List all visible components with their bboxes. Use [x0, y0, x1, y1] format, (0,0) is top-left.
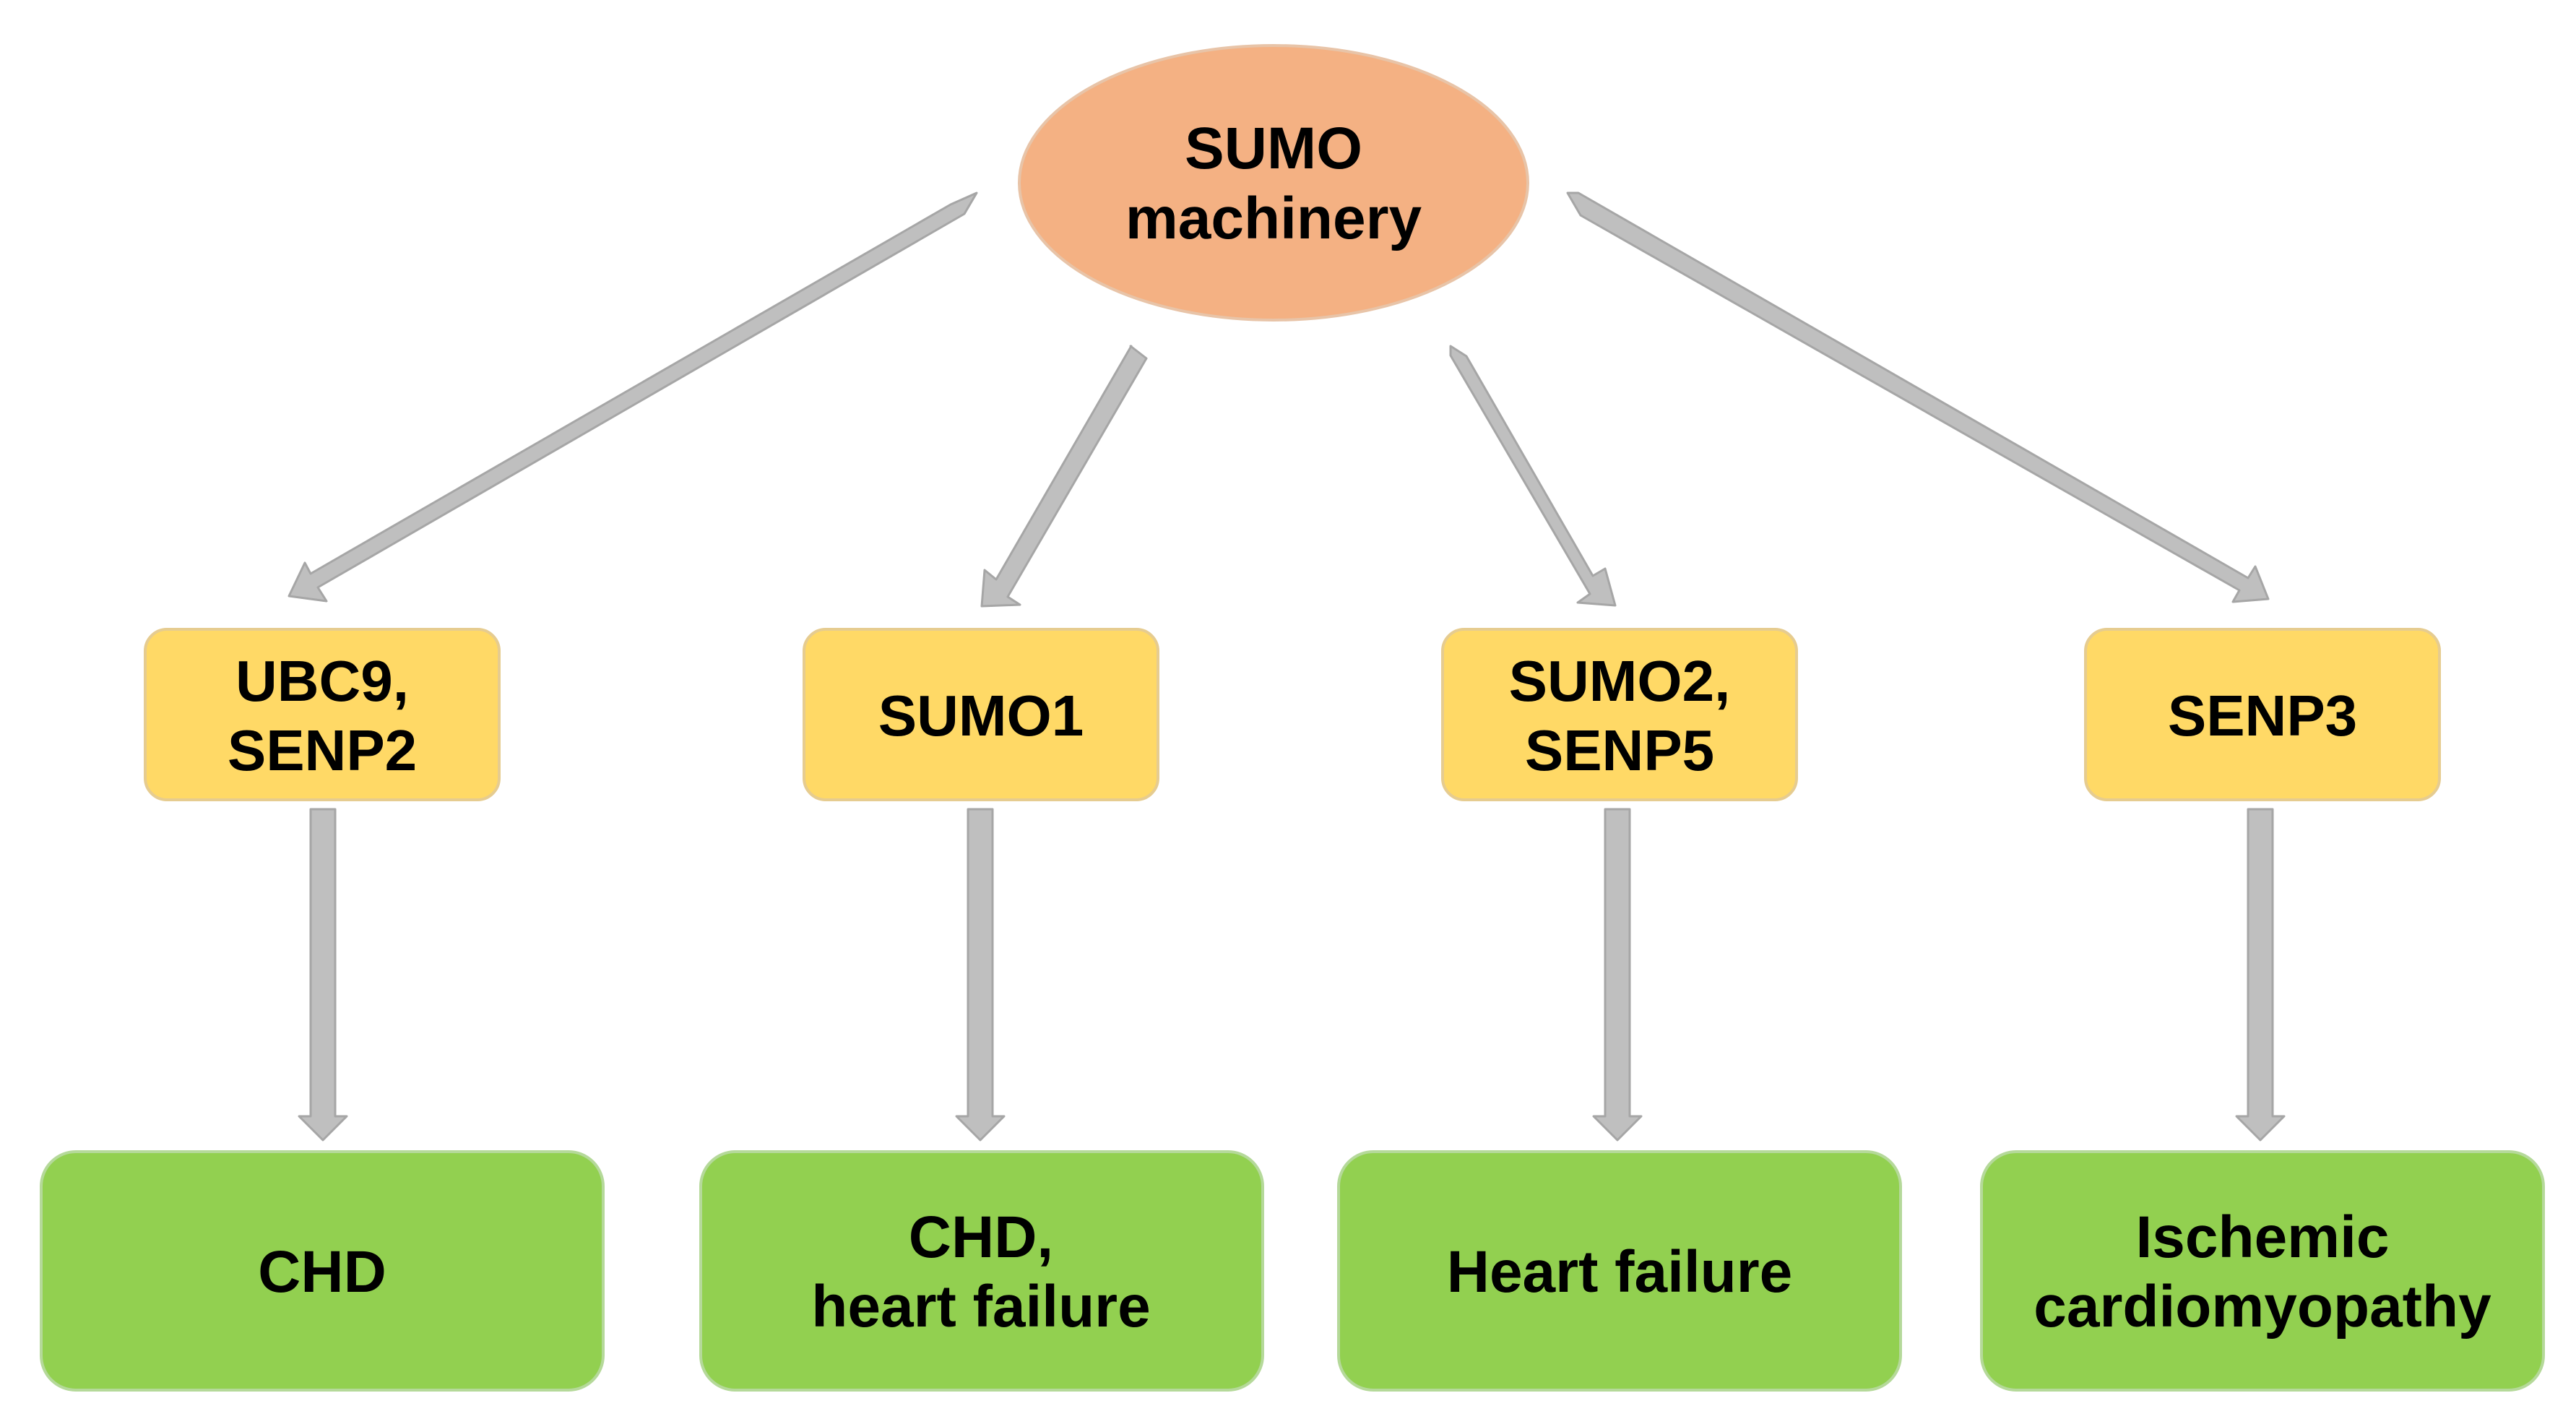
disease-node-4: Ischemic cardiomyopathy	[1980, 1150, 2545, 1392]
root-node-label-line-1: SUMO	[1185, 116, 1362, 181]
regulator-node-1-shape	[144, 628, 501, 801]
disease-node-1-shape	[40, 1150, 605, 1392]
regulator-node-2-shape	[803, 628, 1159, 801]
disease-node-4-shape	[1980, 1150, 2545, 1392]
regulator-node-3-shape	[1441, 628, 1798, 801]
arrow-regulator-1-to-disease-1	[298, 808, 348, 1142]
regulator-node-3: SUMO2, SENP5	[1441, 628, 1798, 801]
regulator-node-4-label-line-1: SENP3	[2168, 683, 2357, 748]
arrow-regulator-4-to-disease-4	[2235, 808, 2286, 1142]
arrow-root-to-regulator-1	[288, 191, 978, 603]
disease-node-1: CHD	[40, 1150, 605, 1392]
disease-node-3-label-line-1: Heart failure	[1447, 1239, 1793, 1305]
arrow-regulator-3-to-disease-3	[1592, 808, 1643, 1142]
root-node-shape	[1018, 44, 1529, 322]
regulator-node-1-label-line-2: SENP2	[228, 718, 417, 782]
arrow-root-to-regulator-4	[1566, 191, 2270, 603]
regulator-node-2: SUMO1	[803, 628, 1159, 801]
arrow-root-to-regulator-3	[1449, 345, 1617, 607]
disease-node-3-shape	[1337, 1150, 1902, 1392]
regulator-node-4: SENP3	[2084, 628, 2441, 801]
root-to-regulator-arrows	[288, 191, 2270, 608]
disease-node-4-label-line-1: Ischemic	[2136, 1204, 2390, 1270]
disease-node-2-label-line-2: heart failure	[811, 1274, 1150, 1340]
regulator-node-4-shape	[2084, 628, 2441, 801]
arrow-regulator-2-to-disease-2	[955, 808, 1006, 1142]
regulator-node-1-label-line-1: UBC9,	[235, 649, 409, 713]
disease-node-2-shape	[699, 1150, 1264, 1392]
regulator-node-2-label-line-1: SUMO1	[878, 683, 1084, 748]
root-node-label-line-2: machinery	[1125, 186, 1422, 251]
disease-node-4-label-line-2: cardiomyopathy	[2033, 1274, 2491, 1340]
disease-node-1-label-line-1: CHD	[258, 1239, 386, 1305]
disease-node-2-label-line-1: CHD,	[909, 1204, 1053, 1270]
regulator-node-3-label-line-2: SENP5	[1525, 718, 1714, 782]
root-node: SUMO machinery	[1018, 44, 1529, 322]
regulator-to-disease-arrows	[298, 808, 2286, 1142]
arrow-root-to-regulator-2	[980, 345, 1148, 608]
regulator-node-3-label-line-1: SUMO2,	[1509, 649, 1731, 713]
disease-node-3: Heart failure	[1337, 1150, 1902, 1392]
disease-node-2: CHD, heart failure	[699, 1150, 1264, 1392]
regulator-node-1: UBC9, SENP2	[144, 628, 501, 801]
